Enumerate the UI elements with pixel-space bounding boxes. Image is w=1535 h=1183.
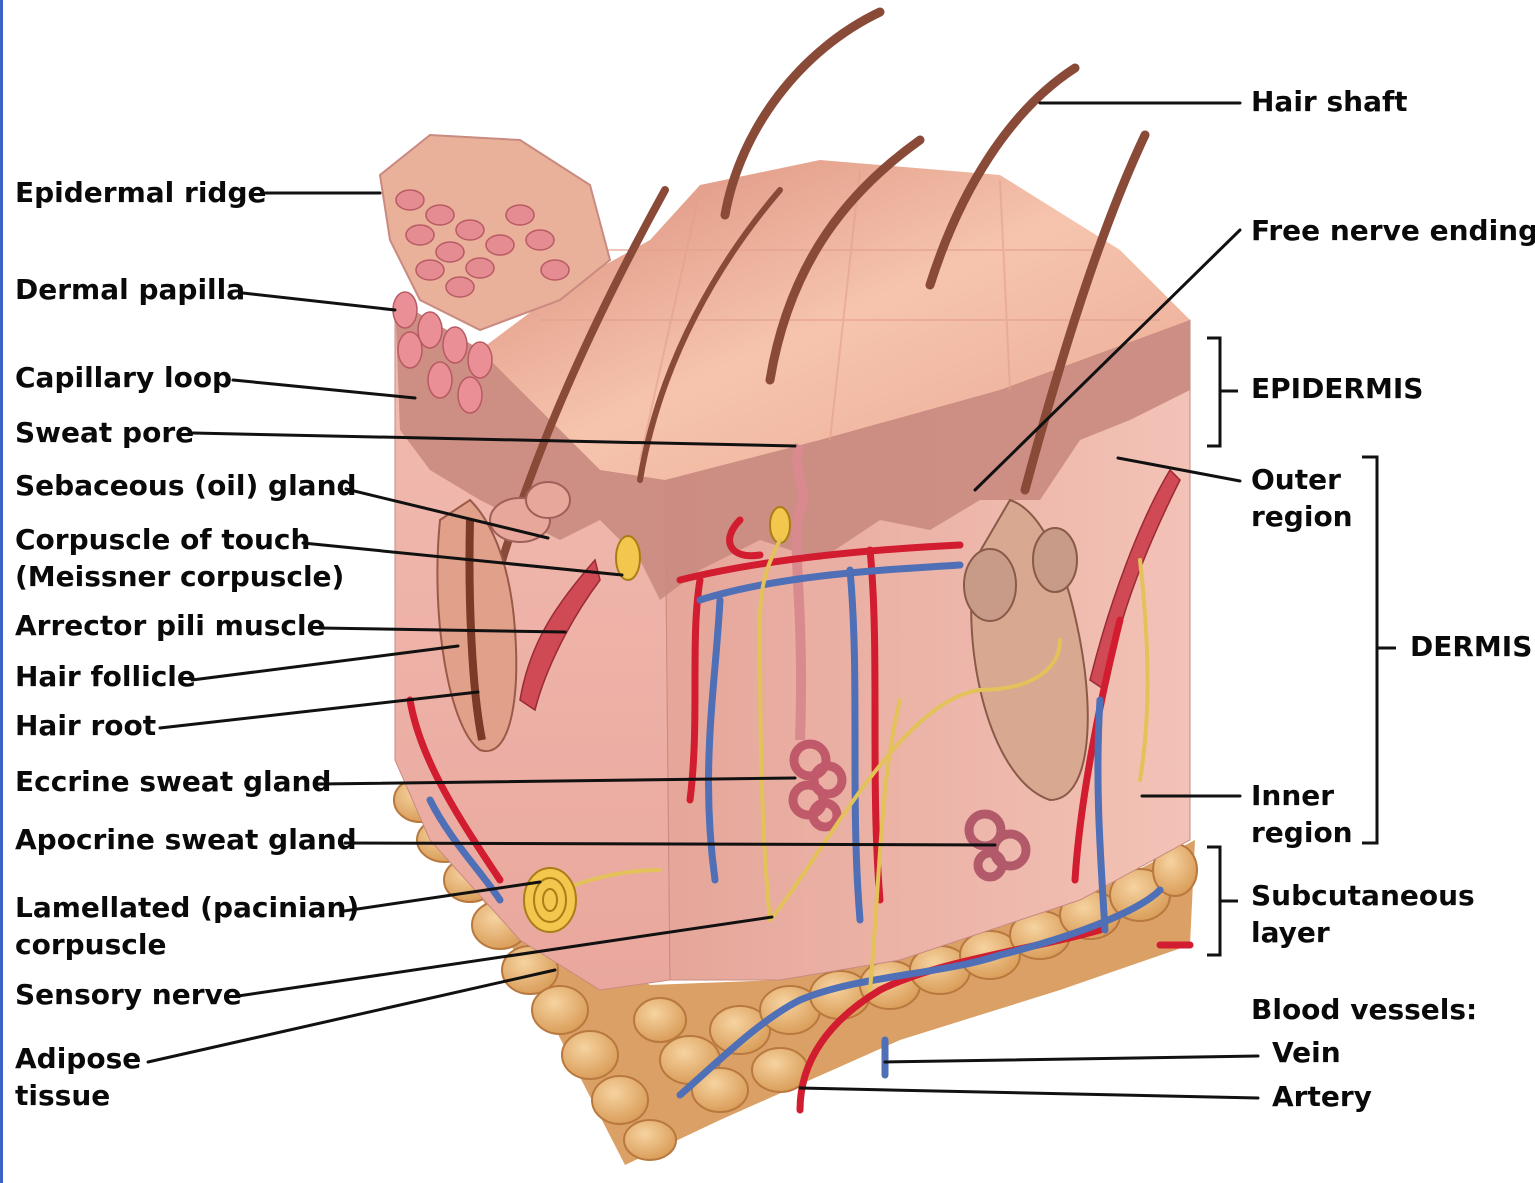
leader-eccrine [318,778,795,784]
label-epidermis: EPIDERMIS [1251,370,1423,407]
leader-sensory-nerve [238,917,772,996]
label-subcutaneous: Subcutaneous [1251,877,1475,914]
label-dermis: DERMIS [1410,628,1532,665]
leader-sebaceous-gland [346,489,548,538]
leader-arrector-pili [320,628,565,632]
bracket-subcutaneous [1207,847,1238,955]
label-meissner-corpuscle: (Meissner corpuscle) [15,558,344,595]
label-subcutaneous-layer: layer [1251,914,1330,951]
leader-meissner [303,543,622,575]
leader-sweat-pore [193,433,795,446]
label-sweat-pore: Sweat pore [15,414,194,451]
leader-hair-root [160,692,478,728]
label-capillary-loop: Capillary loop [15,359,232,396]
label-vein: Vein [1272,1034,1341,1071]
label-arrector-pili: Arrector pili muscle [15,607,326,644]
label-hair-follicle: Hair follicle [15,658,196,695]
label-corpuscle-of-touch: Corpuscle of touch [15,521,310,558]
label-sensory-nerve: Sensory nerve [15,976,242,1013]
leader-vein [885,1056,1258,1062]
label-dermal-papilla: Dermal papilla [15,271,245,308]
label-sebaceous-gland: Sebaceous (oil) gland [15,467,357,504]
label-inner-region-2: region [1251,814,1353,851]
bracket-dermis [1362,457,1396,843]
label-eccrine-gland: Eccrine sweat gland [15,763,331,800]
label-adipose: Adipose [15,1040,141,1077]
label-blood-vessels: Blood vessels: [1251,991,1477,1028]
label-free-nerve-ending: Free nerve ending [1251,212,1535,249]
label-lamellated-corpuscle: Lamellated (pacinian) [15,889,359,926]
label-outer-region-2: region [1251,498,1353,535]
label-lamellated-corpuscle-2: corpuscle [15,926,166,963]
label-apocrine-gland: Apocrine sweat gland [15,821,357,858]
label-artery: Artery [1272,1078,1372,1115]
label-inner-region: Inner [1251,777,1334,814]
leader-lamellated [344,882,540,911]
label-epidermal-ridge: Epidermal ridge [15,174,267,211]
leader-outer-region [1118,458,1240,481]
label-outer-region: Outer [1251,461,1341,498]
label-adipose-tissue: tissue [15,1077,110,1114]
label-hair-root: Hair root [15,707,156,744]
leader-capillary-loop [233,380,415,398]
bracket-epidermis [1207,338,1238,446]
leader-hair-follicle [192,646,458,680]
leader-free-nerve-ending [975,230,1240,490]
leader-apocrine [345,843,995,845]
leader-dermal-papilla [243,293,395,310]
label-hair-shaft: Hair shaft [1251,83,1408,120]
leader-artery [800,1088,1258,1098]
